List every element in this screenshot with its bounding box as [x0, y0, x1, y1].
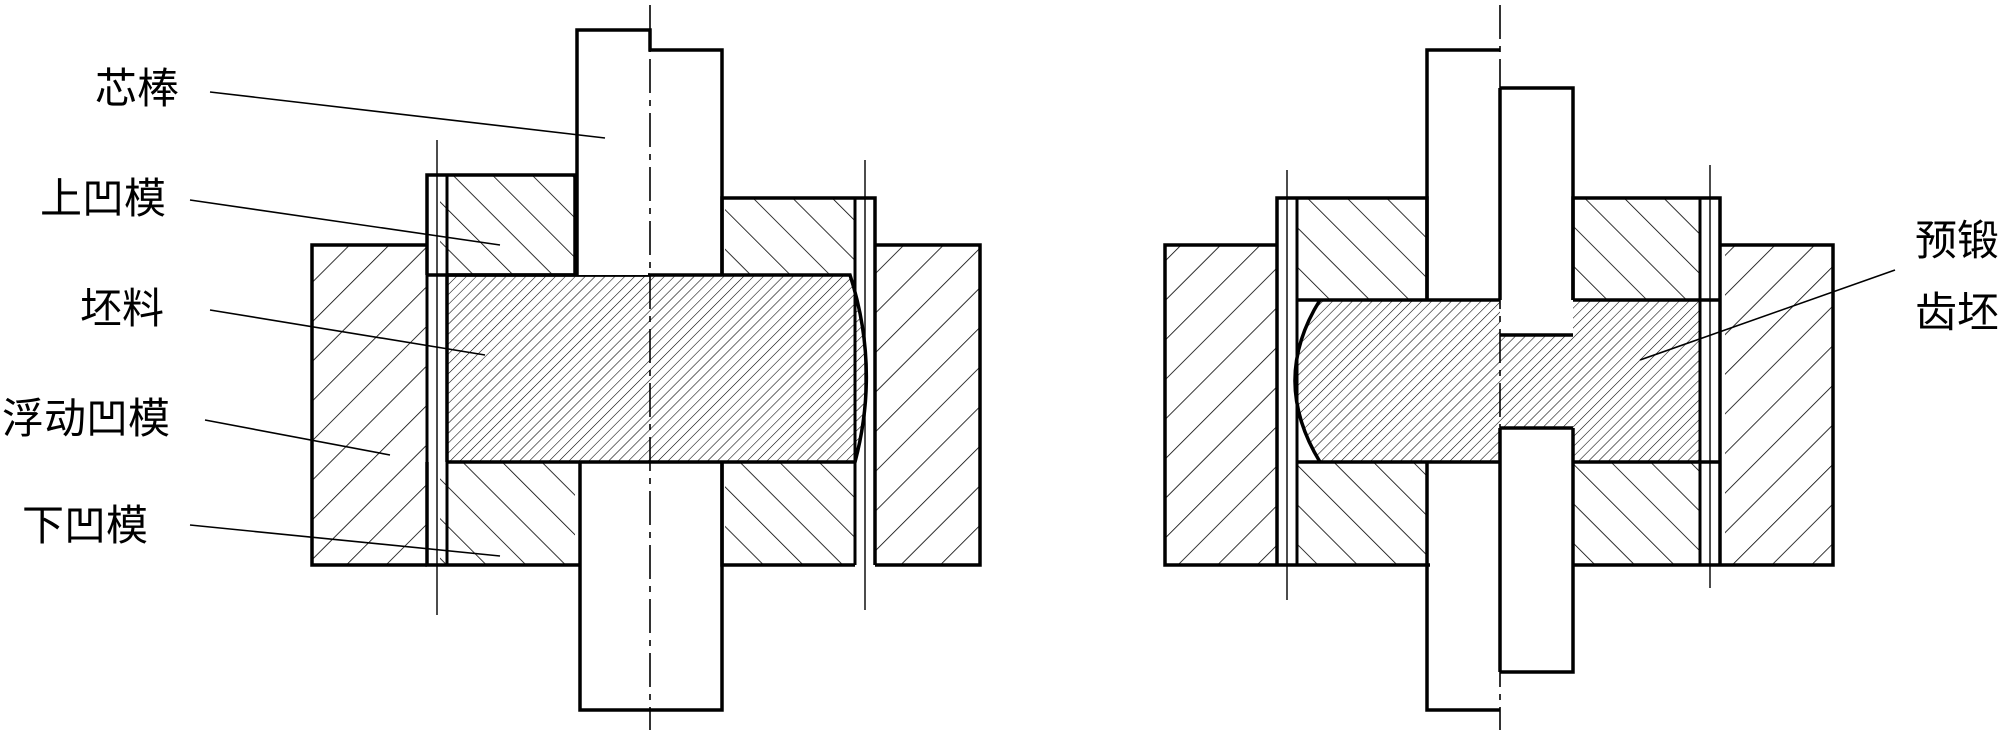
right-lower-die — [1277, 462, 1720, 567]
left-mandrel — [575, 28, 724, 712]
left-leader-lines — [189, 91, 606, 557]
right-preforged-blank — [1293, 298, 1720, 464]
label-upper-die: 上凹模 — [40, 174, 167, 223]
label-preforged-line1: 预锻 — [1915, 216, 2000, 265]
label-blank: 坯料 — [80, 284, 165, 333]
left-liners — [425, 175, 877, 565]
right-leader-line — [1639, 269, 1896, 361]
label-floating-die: 浮动凹模 — [2, 394, 171, 443]
label-mandrel: 芯棒 — [95, 64, 180, 113]
left-upper-die — [425, 173, 877, 565]
label-preforged-line2: 齿坯 — [1915, 288, 2000, 337]
right-liners — [1275, 198, 1722, 565]
left-lower-die — [425, 462, 855, 567]
left-floating-die — [310, 243, 982, 567]
left-blank — [427, 273, 869, 464]
right-view — [1163, 5, 1896, 730]
right-floating-die — [1163, 243, 1835, 567]
label-lower-die: 下凹模 — [22, 501, 149, 550]
left-view — [189, 5, 982, 730]
